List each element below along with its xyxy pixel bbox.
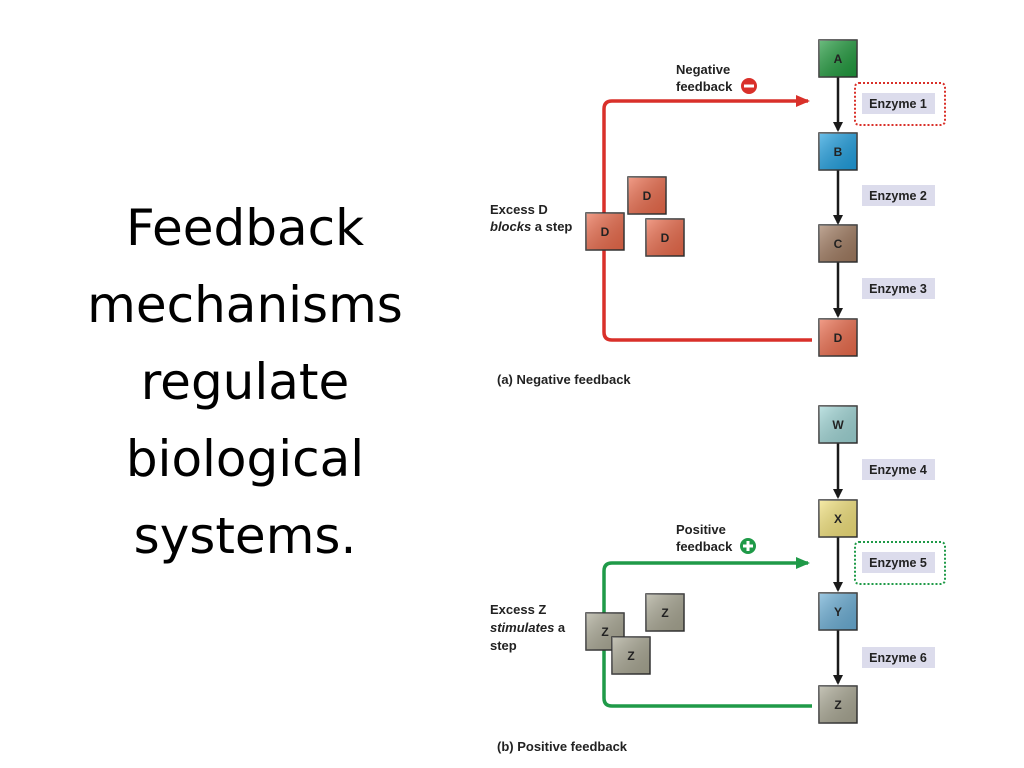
step-label: Z [834,698,841,712]
molecule-label: Z [601,625,608,639]
title-line: Feedback [125,199,365,257]
feedback-label: Positive [676,522,726,537]
step-box-A: A [818,39,858,78]
excess-rest: a [554,620,566,635]
enzyme-5-stimulated: Enzyme 5 [854,541,946,585]
free-molecule: D [645,218,685,257]
enzyme-2: Enzyme 2 [862,185,935,206]
enzyme-label: Enzyme 1 [869,97,927,111]
enzyme-label: Enzyme 6 [869,651,927,665]
positive-feedback-panel: W X Y Z Enzyme 4 Enzyme 5 Enzyme [490,405,946,754]
enzyme-4: Enzyme 4 [862,459,935,480]
step-label: X [834,512,842,526]
enzyme-label: Enzyme 2 [869,189,927,203]
free-molecule: D [627,176,667,215]
molecule-label: D [601,225,610,239]
molecule-label: D [643,189,652,203]
excess-label: Excess D [490,202,548,217]
excess-label: blocks a step [490,219,572,234]
plus-sign-icon [740,538,756,554]
step-label: C [834,237,843,251]
title-line: biological [125,430,365,488]
free-molecule: Z [645,593,685,632]
excess-label: stimulates a [490,620,566,635]
enzyme-label: Enzyme 3 [869,282,927,296]
feedback-label: Negative [676,62,730,77]
enzyme-label: Enzyme 5 [869,556,927,570]
step-box-C: C [818,224,858,263]
molecule-label: D [661,231,670,245]
excess-emphasis: blocks [490,219,531,234]
enzyme-1-inhibited: Enzyme 1 [854,82,946,126]
step-label: A [834,52,843,66]
slide-title: Feedback mechanisms regulate biological … [60,190,430,575]
step-box-Z: Z [818,685,858,724]
step-label: W [832,418,844,432]
positive-feedback-arrow [602,557,812,708]
title-line: mechanisms [87,276,403,334]
minus-sign-icon [741,78,757,94]
panel-caption: (a) Negative feedback [497,372,631,387]
molecule-label: Z [661,606,668,620]
title-line: systems. [133,507,357,565]
step-box-X: X [818,499,858,538]
step-box-W: W [818,405,858,444]
panel-caption: (b) Positive feedback [497,739,628,754]
title-line: regulate [140,353,350,411]
step-label: D [834,331,843,345]
negative-feedback-arrow [602,95,812,342]
enzyme-label: Enzyme 4 [869,463,927,477]
step-box-D: D [818,318,858,357]
molecule-label: Z [627,649,634,663]
negative-feedback-panel: A B C D Enzyme 1 Enzyme 2 En [490,39,946,387]
excess-label: Excess Z [490,602,546,617]
free-molecule: Z [611,636,651,675]
feedback-label: feedback [676,539,733,554]
enzyme-3: Enzyme 3 [862,278,935,299]
step-box-B: B [818,132,858,171]
excess-label: step [490,638,517,653]
enzyme-6: Enzyme 6 [862,647,935,668]
feedback-label: feedback [676,79,733,94]
excess-rest: a step [531,219,572,234]
excess-emphasis: stimulates [490,620,554,635]
blocking-molecule: D [585,212,625,251]
step-label: B [834,145,843,159]
step-label: Y [834,605,842,619]
step-box-Y: Y [818,592,858,631]
